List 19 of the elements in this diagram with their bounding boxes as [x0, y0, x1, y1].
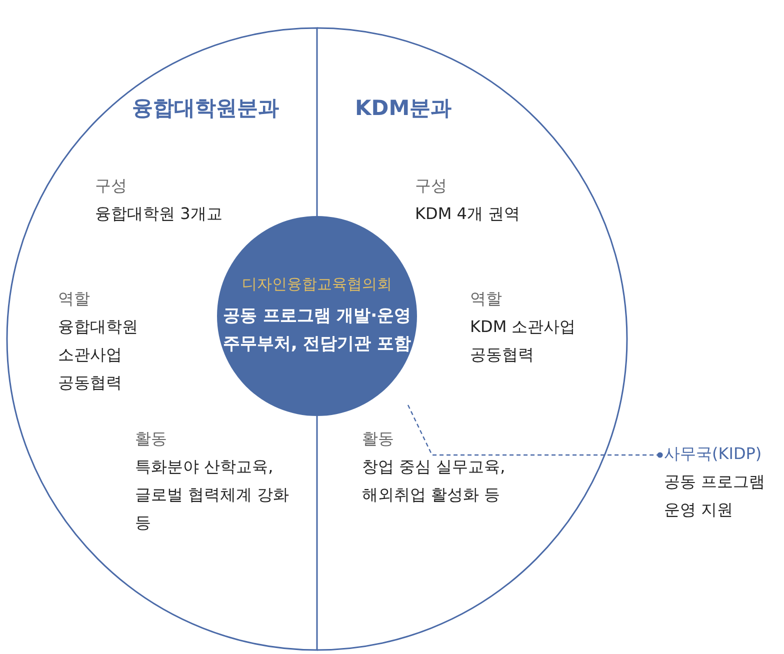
section-label: 역할 — [470, 288, 502, 310]
office-title: 사무국(KIDP) — [664, 443, 763, 465]
group-heading: KDM분과 — [355, 95, 452, 122]
section-text: 융합대학원 소관사업 공동협력 — [58, 316, 139, 394]
section-text: 창업 중심 실무교육, 해외취업 활성화 등 — [362, 456, 506, 506]
leader-line — [407, 404, 663, 458]
office-description: 공동 프로그램 운영 지원 — [664, 471, 766, 521]
section-text: KDM 소관사업 공동협력 — [470, 316, 577, 366]
section-label: 활동 — [135, 428, 167, 450]
council-description: 공동 프로그램 개발·운영 주무부처, 전담기관 포함 — [222, 304, 412, 356]
section-text: 특화분야 산학교육, 글로벌 협력체계 강화 등 — [135, 456, 290, 534]
section-label: 활동 — [362, 428, 394, 450]
council-title: 디자인융합교육협의회 — [242, 274, 392, 294]
section-text: KDM 4개 권역 — [415, 203, 521, 225]
section-text: 융합대학원 3개교 — [95, 203, 224, 225]
section-label: 역할 — [58, 288, 90, 310]
section-label: 구성 — [415, 175, 447, 197]
group-heading: 융합대학원분과 — [132, 95, 279, 122]
section-label: 구성 — [95, 175, 127, 197]
